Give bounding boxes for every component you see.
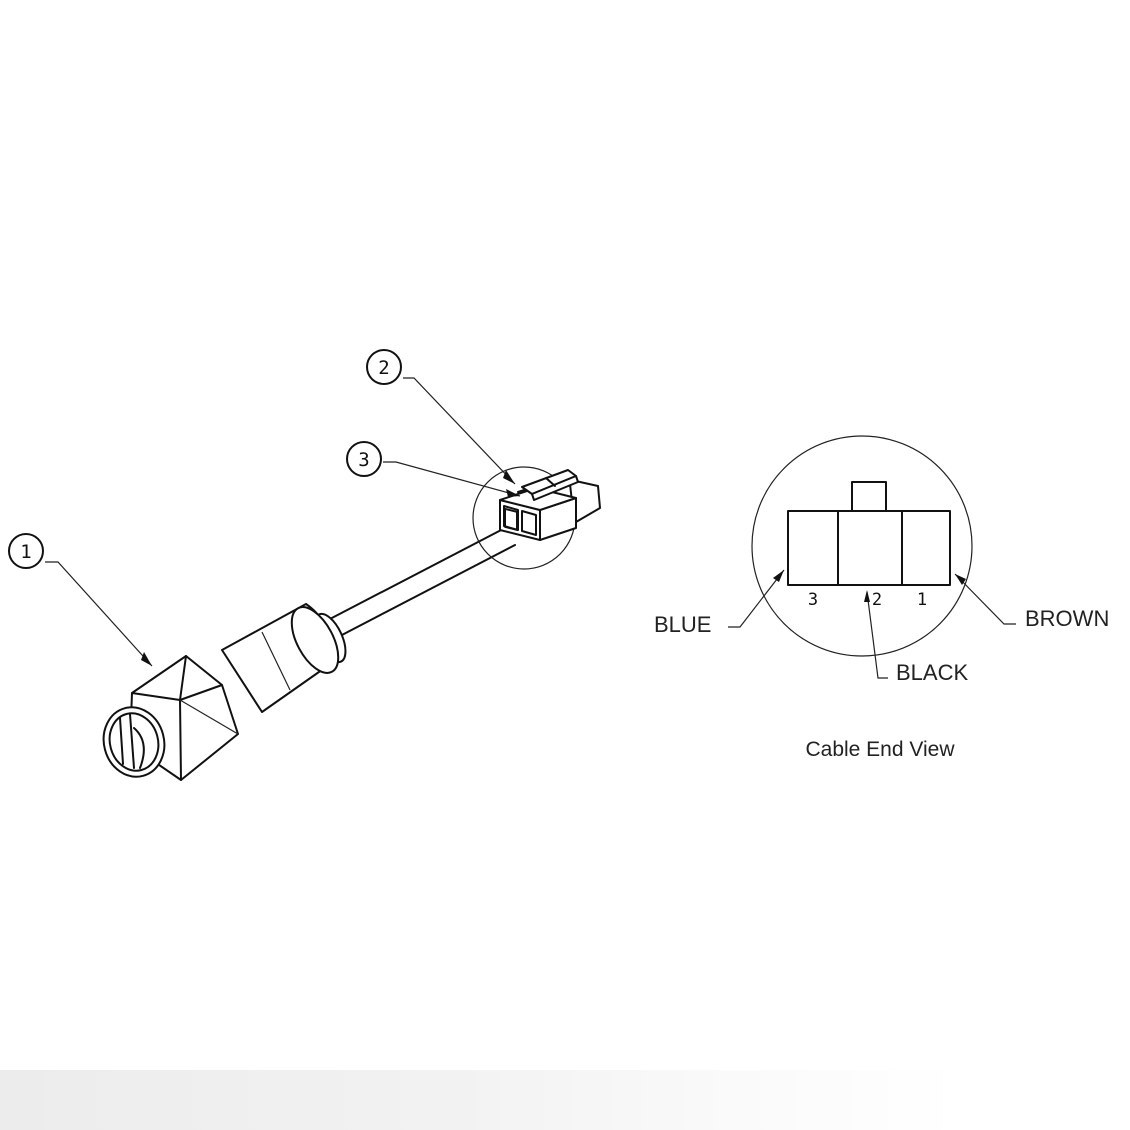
end-view-key [851,481,887,512]
pin-number-3: 3 [808,590,818,610]
cable [327,527,516,637]
sensor-body [102,603,347,781]
end-view-outline [751,435,973,657]
bottom-shading [0,1070,1130,1130]
svg-text:3: 3 [358,449,369,471]
wire-label-blue: BLUE [654,612,711,637]
cable-end-view: 3 2 1 BLUE BLACK BROWN Cable End View [654,435,1109,761]
end-view-housing [787,510,951,586]
svg-text:2: 2 [378,357,389,379]
wire-label-brown: BROWN [1025,606,1109,631]
wire-label-black: BLACK [896,660,968,685]
end-view-caption: Cable End View [805,738,955,761]
callout-3: 3 [346,441,521,497]
callout-1: 1 [8,533,153,667]
connector-latch [521,469,579,501]
pin-number-1: 1 [917,590,927,610]
pin-number-2: 2 [872,590,882,610]
callout-2: 2 [366,349,516,485]
svg-text:1: 1 [20,541,31,563]
